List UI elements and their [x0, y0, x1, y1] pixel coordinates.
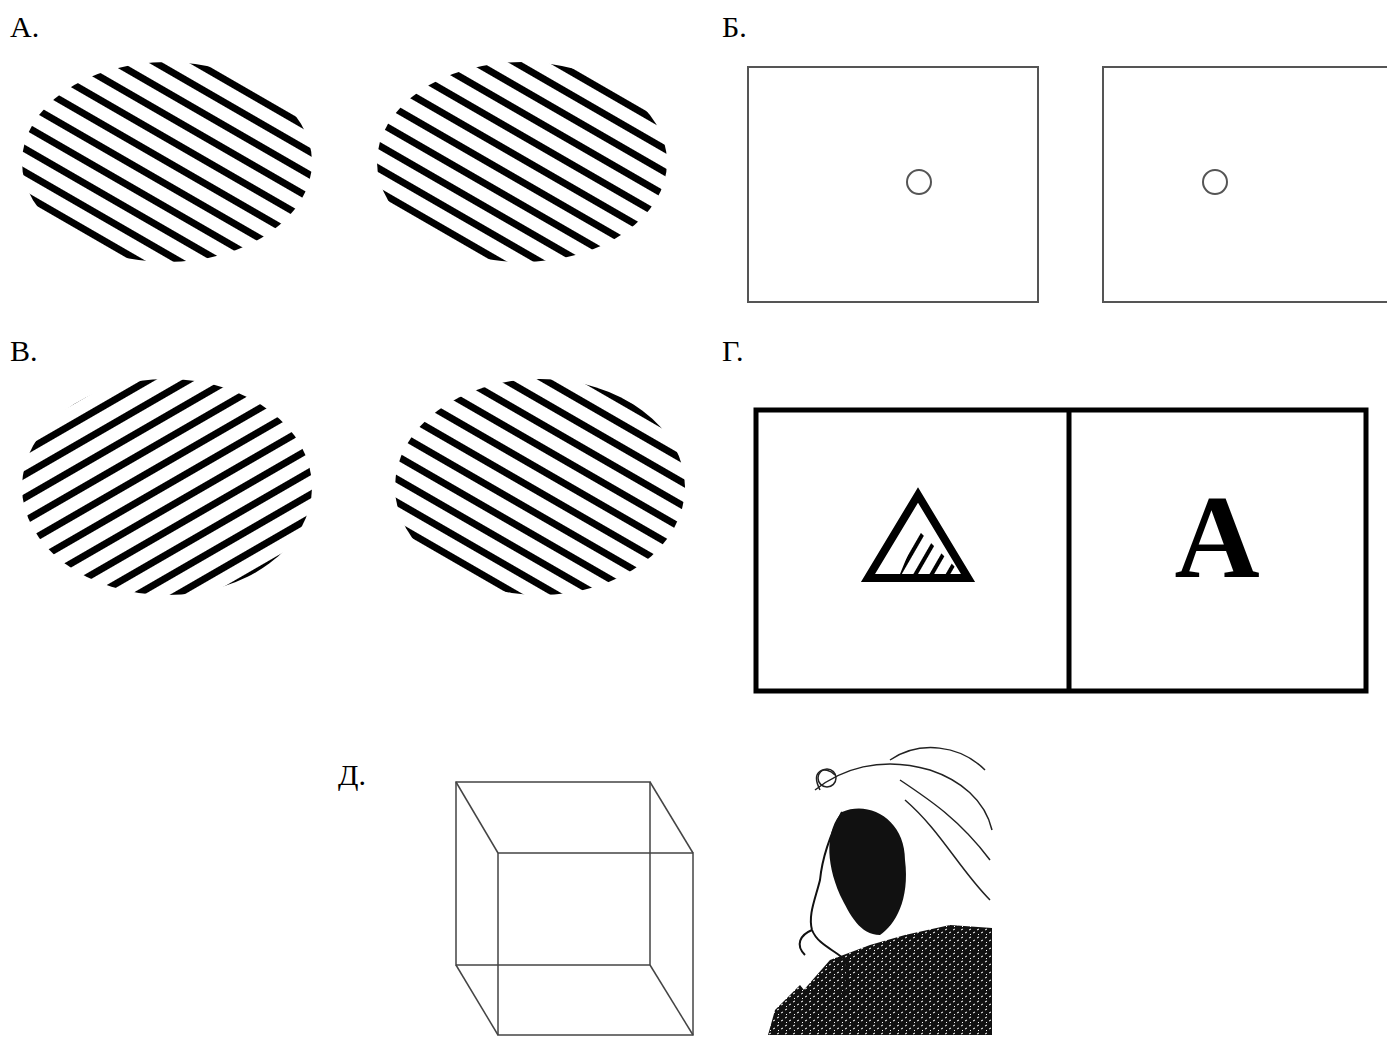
panel-label: В.: [10, 336, 38, 366]
panel-label: Г.: [722, 336, 743, 366]
hatched-ellipse: [395, 379, 685, 595]
triangle: [868, 495, 968, 578]
fixation-circle: [907, 170, 931, 194]
hatched-ellipse: [377, 62, 667, 262]
frame: [756, 410, 1366, 691]
ambiguous-figure: [768, 748, 992, 1035]
panel-label: Б.: [722, 12, 747, 42]
divider: [1067, 410, 1072, 691]
frame: [748, 67, 1038, 302]
panel-label: А.: [10, 12, 39, 42]
fixation-circle: [1203, 170, 1227, 194]
stimulus-letter: A: [1174, 479, 1259, 597]
frame: [1103, 67, 1387, 302]
necker-cube: [456, 782, 693, 1035]
hatched-ellipse: [22, 62, 312, 262]
hatched-ellipse: [22, 379, 312, 595]
panel-label: Д.: [338, 760, 366, 790]
